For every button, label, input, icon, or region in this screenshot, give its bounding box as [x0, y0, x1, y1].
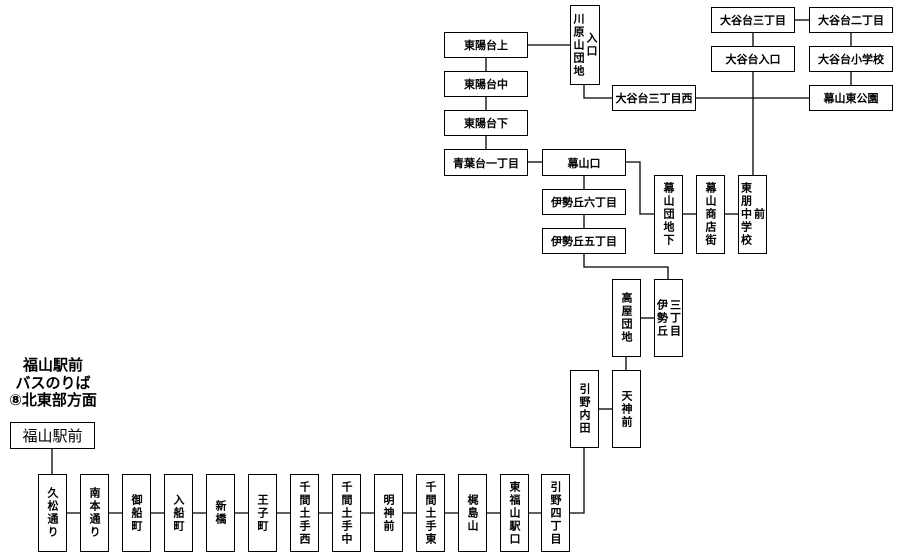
stop-makuyama-shotengai: 幕山商店街: [696, 175, 725, 254]
stop-label: 入船町: [172, 493, 185, 533]
stop-label: 千間土手西: [298, 480, 311, 546]
stop-box: 新橋: [206, 474, 235, 552]
stop-label: 明神前: [382, 493, 395, 533]
stop-label: 川原山団地: [572, 12, 585, 78]
stop-label: 引野四丁目: [549, 480, 562, 546]
stop-label: 入口: [585, 32, 598, 58]
stop-label: 東朋中学校: [739, 182, 753, 247]
stop-isegaoka-3chome: 伊勢丘 三丁目: [654, 279, 683, 357]
stop-label: 三丁目: [668, 298, 682, 338]
stop-label: 久松通り: [46, 487, 59, 539]
stop-label: 新橋: [214, 500, 227, 526]
stop-label: 千間土手東: [424, 480, 437, 546]
stop-isegaoka-6chome: 伊勢丘六丁目: [542, 189, 626, 215]
stop-label: 王子町: [256, 493, 269, 533]
stop-box: 引野四丁目: [541, 474, 570, 552]
stop-takaya-danchi: 高屋団地: [612, 279, 641, 357]
stop-isegaoka-5chome: 伊勢丘五丁目: [542, 228, 626, 254]
stop-box: 久松通り: [38, 474, 67, 552]
stop-box: 王子町: [248, 474, 277, 552]
title-line-station: 福山駅前: [22, 356, 83, 374]
stop-label: 伊勢丘: [655, 298, 669, 338]
stop-makuyama-higashi-koen: 幕山東公園: [809, 85, 893, 111]
stop-aobadai-1chome: 青葉台一丁目: [444, 149, 528, 176]
stop-tenjin-mae: 天神前: [612, 370, 641, 448]
stop-makuyama-guchi: 幕山口: [542, 149, 626, 176]
stop-box: 東福山駅口: [500, 474, 529, 552]
stop-makuyama-danchi-shita: 幕山団地下: [654, 175, 683, 254]
stop-label: 高屋団地: [620, 292, 633, 344]
stop-label: 梶島山: [466, 493, 479, 533]
stop-toyodai-ue: 東陽台上: [444, 32, 528, 58]
stop-box: 南本通り: [80, 474, 109, 552]
page-title: 福山駅前 バスのりば ⑧北東部方面: [0, 356, 106, 410]
stop-box: 梶島山: [458, 474, 487, 552]
stop-otanidai-shogakko: 大谷台小学校: [809, 46, 893, 72]
stop-label: 天神前: [620, 389, 633, 429]
stop-box: 千間土手西: [290, 474, 319, 552]
stop-box: 入船町: [164, 474, 193, 552]
title-line-direction: ⑧北東部方面: [9, 391, 97, 409]
stop-label: 御船町: [130, 493, 143, 533]
stop-toho-chugakko-mae: 東朋中学校 前: [738, 175, 767, 254]
stop-otanidai-3chome: 大谷台三丁目: [711, 7, 795, 33]
stop-kawaharayama-danchi-iriguchi: 川原山団地 入口: [570, 5, 600, 85]
title-line-bus-stop: バスのりば: [15, 373, 91, 392]
stop-label: 千間土手中: [340, 480, 353, 546]
stop-label: 幕山商店街: [704, 182, 717, 247]
stop-toyodai-shita: 東陽台下: [444, 110, 528, 136]
stop-box: 明神前: [374, 474, 403, 552]
stop-box: 御船町: [122, 474, 151, 552]
stop-toyodai-naka: 東陽台中: [444, 71, 528, 97]
origin-stop: 福山駅前: [10, 422, 95, 449]
stop-otanidai-2chome: 大谷台二丁目: [809, 7, 893, 33]
stop-otanidai-iriguchi: 大谷台入口: [711, 46, 795, 72]
stop-label: 引野内田: [578, 383, 591, 435]
stop-label: 南本通り: [88, 487, 101, 539]
stop-label: 東福山駅口: [508, 480, 521, 546]
stop-label: 幕山団地下: [662, 182, 675, 247]
stop-box: 千間土手中: [332, 474, 361, 552]
stop-hikino-uchida: 引野内田: [570, 370, 599, 448]
stop-otanidai-3chome-nishi: 大谷台三丁目西: [612, 85, 696, 111]
stop-box: 千間土手東: [416, 474, 445, 552]
stop-label: 前: [752, 208, 766, 221]
